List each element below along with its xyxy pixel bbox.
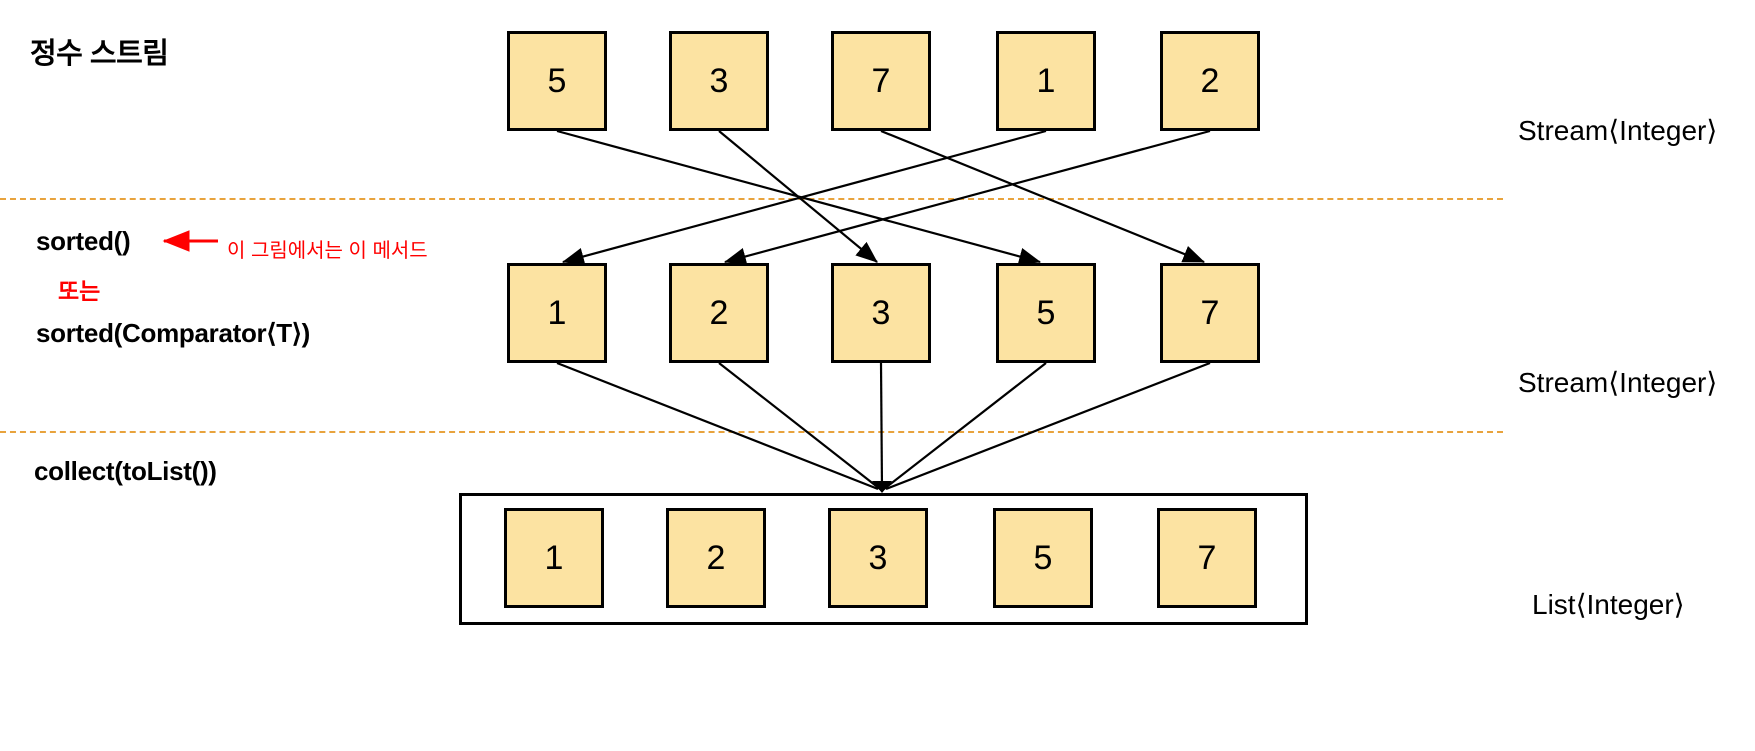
stream-box[interactable]: 7 (831, 31, 931, 131)
type-label-list: List⟨Integer⟩ (1532, 589, 1685, 620)
sorted-box[interactable]: 5 (996, 263, 1096, 363)
sorted-box[interactable]: 2 (669, 263, 769, 363)
sorted-box[interactable]: 1 (507, 263, 607, 363)
stream-box[interactable]: 5 (507, 31, 607, 131)
separator-line-1 (0, 198, 1503, 200)
type-label-stream-sorted: Stream⟨Integer⟩ (1518, 367, 1718, 398)
stage-label-or: 또는 (58, 278, 101, 304)
stream-box[interactable]: 3 (669, 31, 769, 131)
stage-label-sorted-comparator: sorted(Comparator⟨T⟩) (36, 318, 311, 348)
stream-box[interactable]: 1 (996, 31, 1096, 131)
annotation-sorted-note: 이 그림에서는 이 메서드 (227, 240, 428, 262)
list-container (459, 493, 1308, 625)
list-box[interactable]: 7 (1157, 508, 1257, 608)
list-box[interactable]: 2 (666, 508, 766, 608)
sorted-box[interactable]: 3 (831, 263, 931, 363)
sorted-box[interactable]: 7 (1160, 263, 1260, 363)
separator-line-2 (0, 431, 1503, 433)
stage-label-collect: collect(toList()) (34, 456, 217, 486)
page-title: 정수 스트림 (30, 38, 169, 70)
type-label-stream-source: Stream⟨Integer⟩ (1518, 115, 1718, 146)
list-box[interactable]: 5 (993, 508, 1093, 608)
list-box[interactable]: 1 (504, 508, 604, 608)
list-box[interactable]: 3 (828, 508, 928, 608)
stage-label-sorted: sorted() (36, 226, 131, 256)
stream-box[interactable]: 2 (1160, 31, 1260, 131)
